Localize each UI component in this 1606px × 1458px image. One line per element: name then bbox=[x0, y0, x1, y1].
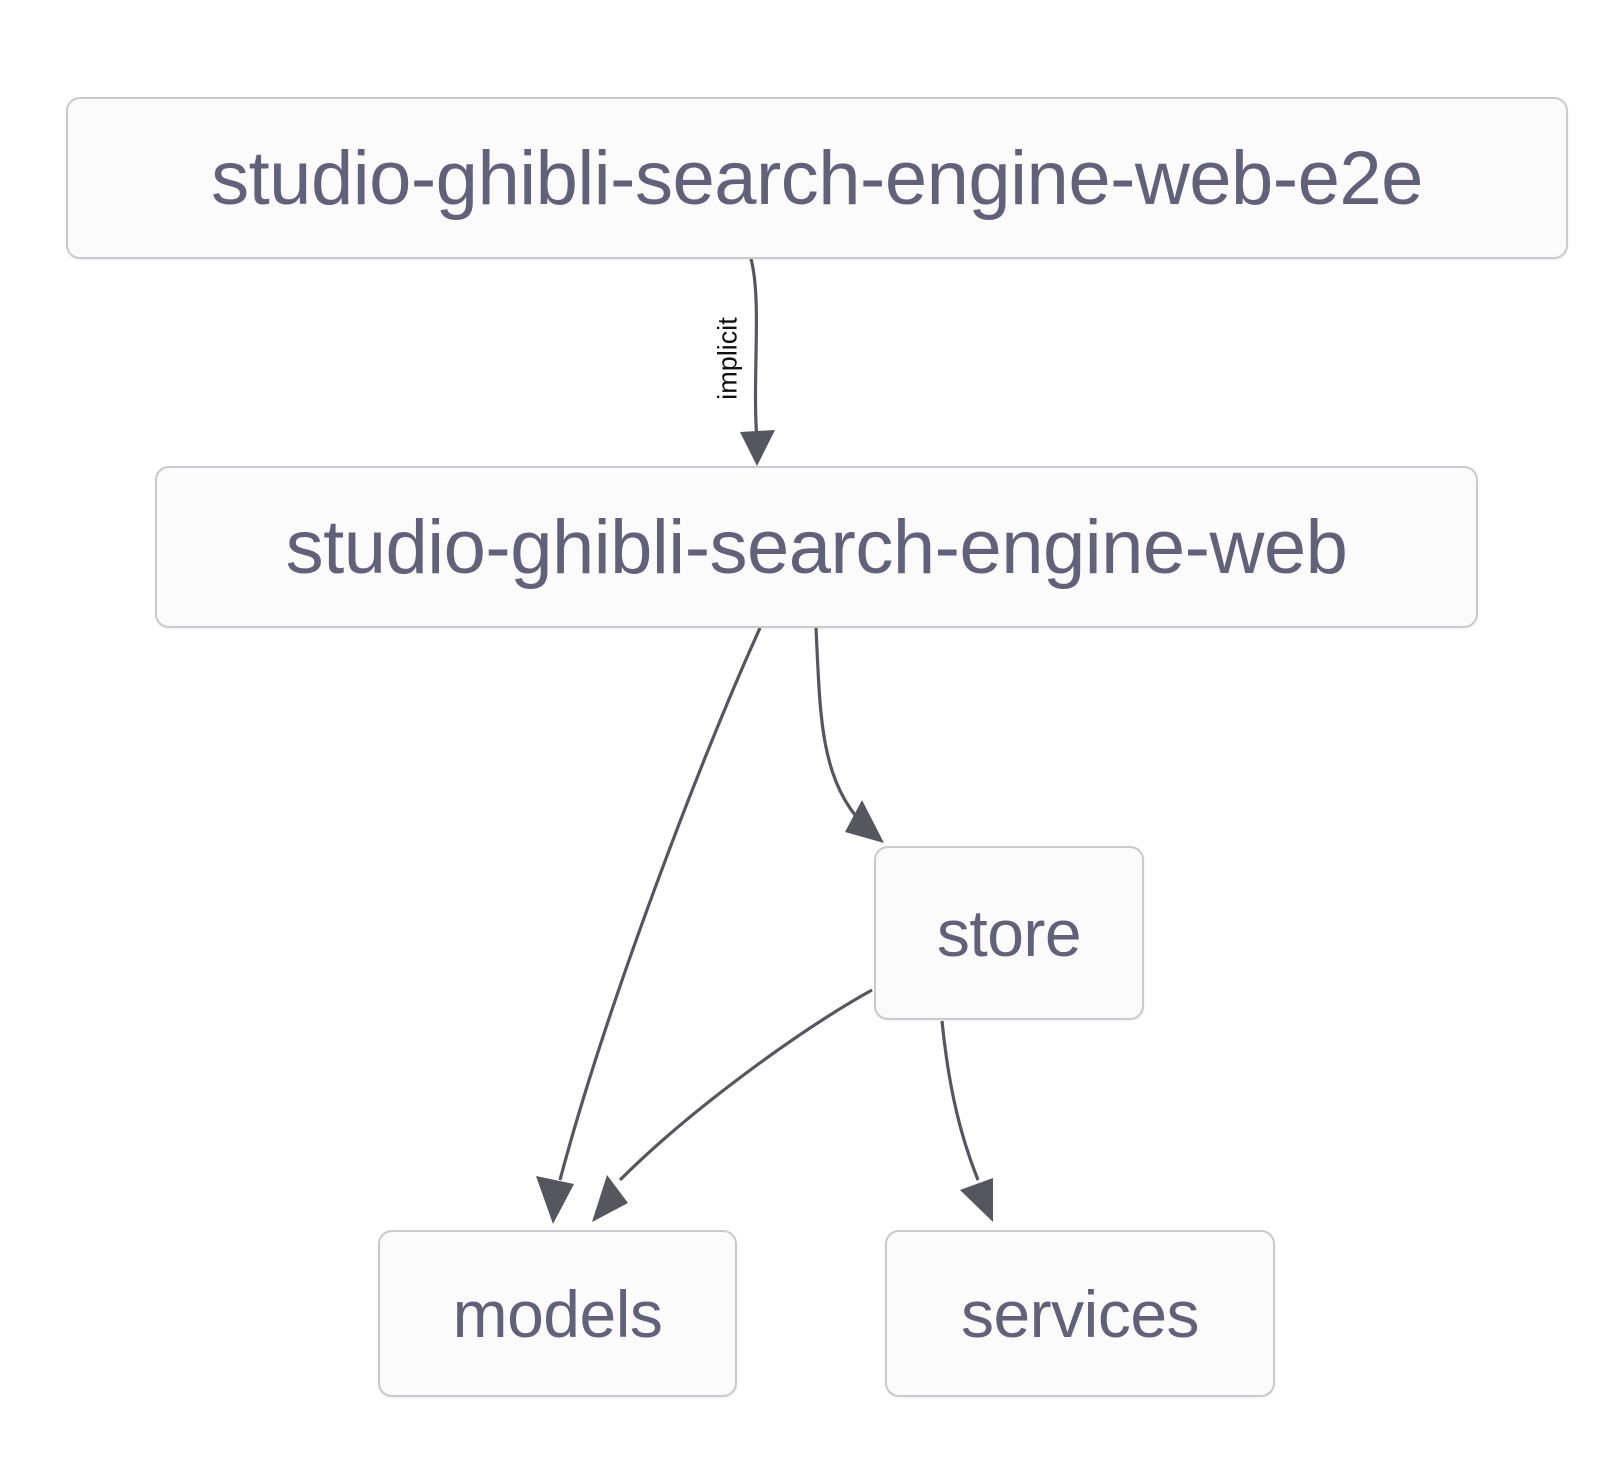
node-label-services: services bbox=[960, 1276, 1200, 1351]
node-label-e2e: studio-ghibli-search-engine-web-e2e bbox=[211, 135, 1423, 221]
arrowhead-web-models bbox=[536, 1176, 574, 1224]
arrowhead-store-models bbox=[592, 1175, 628, 1222]
node-label-models: models bbox=[452, 1276, 663, 1351]
node-models[interactable]: models bbox=[378, 1230, 737, 1397]
edge-label-implicit: implicit bbox=[712, 317, 743, 400]
edge-e2e-web[interactable] bbox=[740, 258, 775, 466]
edge-path-store-models bbox=[618, 988, 873, 1182]
arrowhead-store-services bbox=[960, 1178, 993, 1222]
arrowhead-e2e-web bbox=[740, 430, 775, 466]
edge-path-store-services bbox=[940, 1020, 980, 1181]
edge-web-store[interactable] bbox=[814, 627, 884, 843]
edge-web-models[interactable] bbox=[536, 627, 762, 1224]
edge-store-services[interactable] bbox=[940, 1020, 993, 1222]
edge-store-models[interactable] bbox=[592, 988, 873, 1222]
node-label-web: studio-ghibli-search-engine-web bbox=[285, 504, 1348, 590]
node-store[interactable]: store bbox=[874, 846, 1144, 1020]
node-label-store: store bbox=[936, 896, 1082, 970]
edge-path-web-store bbox=[814, 627, 857, 816]
node-studio-ghibli-search-engine-web[interactable]: studio-ghibli-search-engine-web bbox=[155, 466, 1478, 628]
node-services[interactable]: services bbox=[885, 1230, 1275, 1397]
edge-path-web-models bbox=[558, 627, 762, 1181]
arrowhead-web-store bbox=[845, 800, 884, 843]
edge-path-e2e-web bbox=[749, 258, 759, 441]
node-studio-ghibli-search-engine-web-e2e[interactable]: studio-ghibli-search-engine-web-e2e bbox=[66, 97, 1568, 259]
